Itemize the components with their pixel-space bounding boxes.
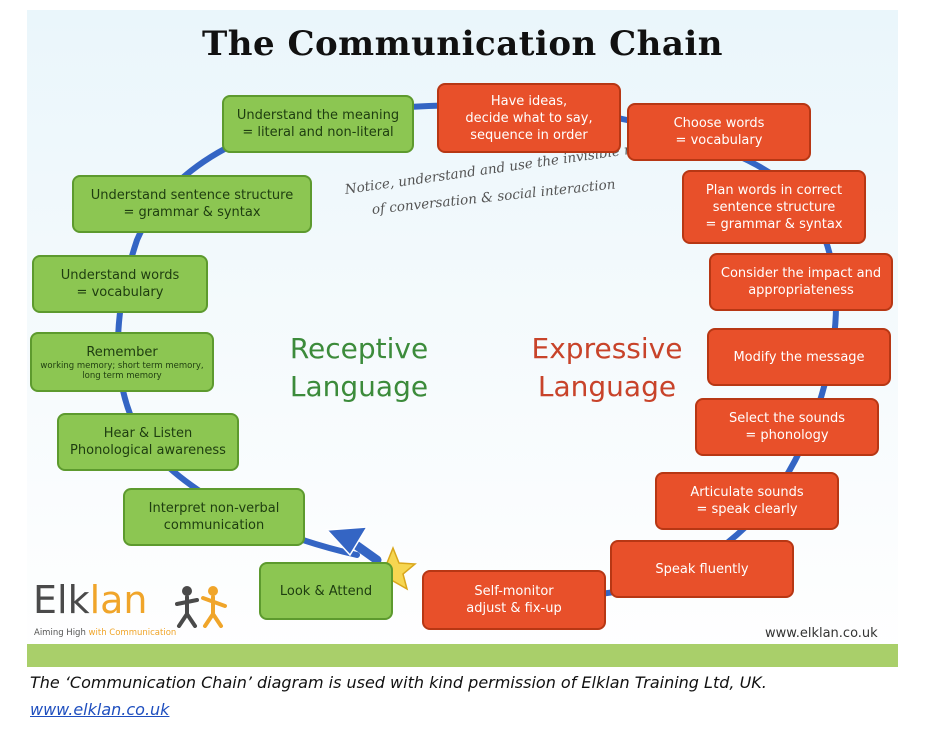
logo-text-part-1: Elk [33, 578, 90, 622]
receptive-label-line-1: Receptive [289, 332, 429, 365]
step-speak-fluently: Speak fluently [610, 540, 794, 598]
diagram-panel: The Communication Chain Notice, understa… [27, 10, 898, 667]
step-detail-line: working memory; short term memory, [40, 360, 204, 371]
step-line: Remember [86, 344, 158, 360]
elklan-logo: Elklan Aiming High with Communication [33, 578, 253, 643]
step-line: Phonological awareness [70, 443, 226, 458]
receptive-label-line-2: Language [289, 370, 429, 403]
expressive-language-label: Expressive Language [497, 330, 717, 406]
tagline-part-2: with Communication [85, 628, 177, 638]
step-self-monitor: Self-monitor adjust & fix-up [422, 570, 606, 630]
logo-wordmark: Elklan [33, 578, 148, 622]
step-line: sentence structure [712, 199, 836, 215]
step-line: sequence in order [470, 127, 588, 143]
step-understand-words: Understand words = vocabulary [32, 255, 208, 313]
step-line: = literal and non-literal [242, 125, 394, 140]
step-line: Look & Attend [279, 583, 373, 599]
step-line: Speak fluently [655, 561, 749, 577]
step-line: Hear & Listen [103, 426, 193, 441]
step-line: = vocabulary [675, 133, 763, 148]
step-articulate-sounds: Articulate sounds = speak clearly [655, 472, 839, 530]
step-plan-words: Plan words in correct sentence structure… [682, 170, 866, 244]
step-line: Choose words [673, 116, 765, 131]
step-line: Understand the meaning [236, 108, 400, 123]
step-line: Modify the message [733, 349, 865, 365]
step-line: = grammar & syntax [705, 216, 843, 232]
receptive-language-label: Receptive Language [259, 330, 459, 406]
step-line: Have ideas, [490, 93, 568, 109]
step-choose-words: Choose words = vocabulary [627, 103, 811, 161]
footer-strip [27, 644, 898, 667]
step-hear-listen: Hear & Listen Phonological awareness [57, 413, 239, 471]
step-line: Articulate sounds [690, 485, 804, 500]
step-understand-sentence: Understand sentence structure = grammar … [72, 175, 312, 233]
step-line: Understand sentence structure [90, 188, 294, 203]
step-consider-impact: Consider the impact and appropriateness [709, 253, 893, 311]
logo-tagline: Aiming High with Communication [34, 628, 176, 638]
caption-link[interactable]: www.elklan.co.uk [30, 700, 170, 719]
step-understand-meaning: Understand the meaning = literal and non… [222, 95, 414, 153]
step-line: Select the sounds [729, 411, 845, 426]
step-line: Consider the impact and [720, 266, 882, 281]
step-line: appropriateness [748, 283, 854, 298]
people-icon [175, 586, 227, 628]
step-line: Interpret non-verbal [148, 501, 280, 516]
step-line: Plan words in correct [705, 182, 843, 198]
step-line: = speak clearly [696, 502, 798, 517]
diagram-title: The Communication Chain [201, 24, 724, 64]
tagline-part-1: Aiming High [34, 628, 86, 638]
arrow-icon [325, 526, 382, 565]
step-line: = grammar & syntax [123, 205, 261, 220]
step-line: adjust & fix-up [466, 601, 562, 616]
website-url: www.elklan.co.uk [765, 626, 878, 641]
step-have-ideas: Have ideas, decide what to say, sequence… [437, 83, 621, 153]
step-remember: Remember working memory; short term memo… [30, 332, 214, 392]
step-line: = phonology [745, 428, 829, 443]
step-line: decide what to say, [465, 110, 593, 126]
step-interpret-nonverbal: Interpret non-verbal communication [123, 488, 305, 546]
step-line: communication [163, 518, 265, 533]
step-line: Understand words [60, 268, 180, 283]
step-select-sounds: Select the sounds = phonology [695, 398, 879, 456]
logo-text-part-2: lan [89, 578, 148, 622]
step-detail-line: long term memory [82, 370, 162, 381]
step-line: = vocabulary [76, 285, 164, 300]
caption-text: The ‘Communication Chain’ diagram is use… [30, 673, 767, 692]
step-look-attend: Look & Attend [259, 562, 393, 620]
expressive-label-line-2: Language [537, 370, 677, 403]
step-line: Self-monitor [474, 584, 554, 599]
expressive-label-line-1: Expressive [531, 332, 683, 365]
step-modify-message: Modify the message [707, 328, 891, 386]
